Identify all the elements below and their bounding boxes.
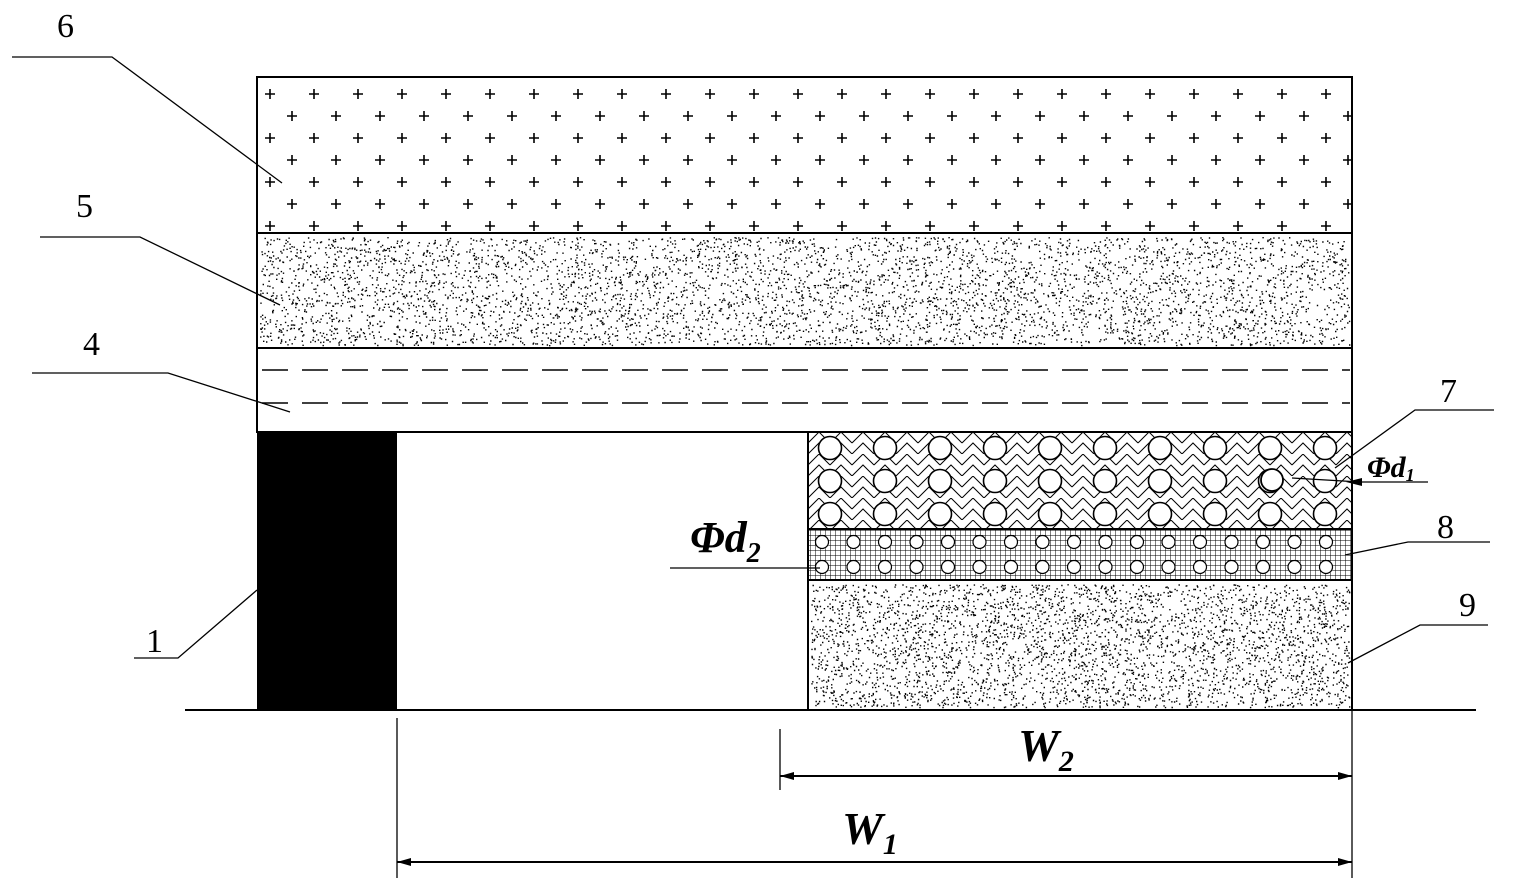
aggregate-particle [984,437,1007,460]
fine-particle [1257,536,1270,549]
aggregate-particle [1314,437,1337,460]
leader-5 [40,237,280,305]
label-8: 8 [1437,509,1454,546]
fine-particle [1099,536,1112,549]
aggregate-particle [1204,437,1227,460]
aggregate-particle [1149,437,1172,460]
fine-particle [1131,561,1144,574]
fine-particle [910,561,923,574]
coal-pillar [257,432,397,710]
label-7: 7 [1440,373,1457,410]
fine-particle [1320,561,1333,574]
aggregate-particle [1039,470,1062,493]
aggregate-particle [819,503,842,526]
fine-particle [1225,561,1238,574]
leader-6 [12,57,282,183]
layer-6-band [257,77,1352,233]
aggregate-particle [1039,437,1062,460]
fine-particle [879,561,892,574]
fine-particle [1036,536,1049,549]
fine-particle [1194,536,1207,549]
aggregate-particle [1259,437,1282,460]
d1-target-particle [1261,469,1283,491]
fine-particle [1005,561,1018,574]
diameter-d1-label: Φd1 [1367,451,1415,485]
fine-particle [816,536,829,549]
fine-particle [879,536,892,549]
fine-particle [1005,536,1018,549]
label-9: 9 [1459,587,1476,624]
layer-4-band [257,348,1352,432]
fine-particle [973,561,986,574]
fine-particle [1257,561,1270,574]
aggregate-particle [1149,470,1172,493]
fine-particle [1162,536,1175,549]
aggregate-particle [984,503,1007,526]
aggregate-particle [1314,503,1337,526]
aggregate-particle [1094,470,1117,493]
layer-9-band [808,580,1352,710]
fine-particle [847,536,860,549]
aggregate-particle [1094,437,1117,460]
fine-particle [1162,561,1175,574]
aggregate-particle [929,437,952,460]
fine-particle [910,536,923,549]
label-1: 1 [146,623,163,660]
aggregate-particle [1204,503,1227,526]
aggregate-particle [874,503,897,526]
label-5: 5 [76,188,93,225]
fine-particle [942,561,955,574]
w2-label: W2 [1018,720,1074,778]
fine-particle [1068,536,1081,549]
aggregate-particle [874,437,897,460]
diameter-d2-label: Φd2 [690,513,761,569]
fine-particle [1068,561,1081,574]
aggregate-particle [819,470,842,493]
label-6: 6 [57,8,74,45]
leader-8 [1345,542,1490,555]
aggregate-particle [1094,503,1117,526]
fine-particle [847,561,860,574]
w1-label: W1 [842,803,898,861]
fine-particle [1320,536,1333,549]
fine-particle [1099,561,1112,574]
aggregate-particle [1204,470,1227,493]
aggregate-particle [819,437,842,460]
fine-particle [1225,536,1238,549]
leader-7 [1335,410,1494,468]
aggregate-particle [984,470,1007,493]
fine-particle [942,536,955,549]
fine-particle [973,536,986,549]
layer-5-band [257,233,1352,348]
aggregate-particle [929,470,952,493]
aggregate-particle [874,470,897,493]
fine-particle [1288,536,1301,549]
aggregate-particle [1149,503,1172,526]
label-4: 4 [83,326,100,363]
aggregate-particle [1259,503,1282,526]
fine-particle [1288,561,1301,574]
leader-9 [1348,625,1488,663]
aggregate-particle [929,503,952,526]
fine-particle [1194,561,1207,574]
aggregate-particle [1039,503,1062,526]
fine-particle [1036,561,1049,574]
fine-particle [816,561,829,574]
fine-particle [1131,536,1144,549]
leader-4 [32,373,290,412]
